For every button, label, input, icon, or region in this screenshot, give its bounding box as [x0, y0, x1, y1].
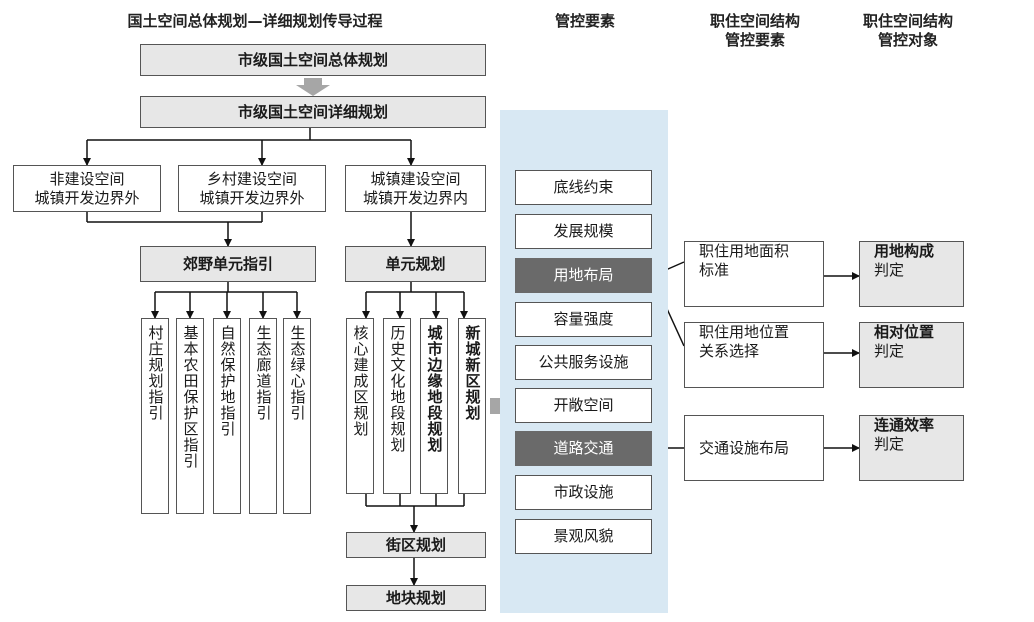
- rural-zone-box: 乡村建设空间 城镇开发边界外: [178, 165, 326, 212]
- block-plan-box: 街区规划: [346, 532, 486, 558]
- object-item-relative-position-line1: 相对位置: [874, 323, 935, 341]
- object-item-connectivity-line2: 判定: [874, 435, 905, 453]
- unit-item-core-area: 核心建成区规划: [346, 318, 374, 494]
- control-item-open-space: 开敞空间: [515, 388, 652, 423]
- object-item-land-composition-line2: 判定: [874, 261, 905, 279]
- urban-zone-line2: 城镇开发边界内: [362, 188, 468, 207]
- process-header: 国土空间总体规划—详细规划传导过程: [127, 12, 383, 30]
- control-item-landscape: 景观风貌: [515, 519, 652, 554]
- structure-item-land-area-line1: 职住用地面积: [699, 242, 790, 260]
- object-item-relative-position: 相对位置 判定: [859, 322, 964, 388]
- control-header: 管控要素: [554, 12, 615, 30]
- rural-item-green-core-label: 生态绿心指引: [288, 325, 307, 421]
- structure-header: 职住空间结构 管控要素: [690, 12, 820, 50]
- structure-item-land-position: 职住用地位置 关系选择: [684, 322, 824, 388]
- structure-header-line2: 管控要素: [724, 31, 785, 49]
- rural-zone-line2: 城镇开发边界外: [199, 188, 305, 207]
- object-header-line1: 职住空间结构: [862, 12, 953, 30]
- unit-item-historic-area: 历史文化地段规划: [383, 318, 411, 494]
- structure-item-traffic-layout-label: 交通设施布局: [699, 438, 790, 457]
- plot-plan-box: 地块规划: [346, 585, 486, 611]
- structure-item-traffic-layout: 交通设施布局: [684, 415, 824, 481]
- rural-item-nature-reserve: 自然保护地指引: [213, 318, 241, 514]
- unit-item-urban-fringe: 城市边缘地段规划: [420, 318, 448, 494]
- rural-item-eco-corridor-label: 生态廊道指引: [254, 325, 273, 421]
- control-item-road-traffic: 道路交通: [515, 431, 652, 466]
- structure-header-line1: 职住空间结构: [709, 12, 800, 30]
- object-item-connectivity-line1: 连通效率: [874, 416, 935, 434]
- rural-item-eco-corridor: 生态廊道指引: [249, 318, 277, 514]
- control-item-public-services: 公共服务设施: [515, 345, 652, 380]
- rural-unit-guide-box: 郊野单元指引: [140, 246, 316, 282]
- master-plan-box: 市级国土空间总体规划: [140, 44, 486, 76]
- detailed-plan-box: 市级国土空间详细规划: [140, 96, 486, 128]
- object-header: 职住空间结构 管控对象: [843, 12, 973, 50]
- structure-item-land-position-line2: 关系选择: [699, 342, 760, 360]
- control-item-bottom-line: 底线约束: [515, 170, 652, 205]
- object-header-line2: 管控对象: [877, 31, 938, 49]
- rural-item-village-label: 村庄规划指引: [146, 325, 165, 421]
- object-item-connectivity: 连通效率 判定: [859, 415, 964, 481]
- nonbuilt-zone-line2: 城镇开发边界外: [34, 188, 140, 207]
- rural-item-village: 村庄规划指引: [141, 318, 169, 514]
- urban-zone-box: 城镇建设空间 城镇开发边界内: [345, 165, 486, 212]
- object-item-land-composition-line1: 用地构成: [874, 242, 935, 260]
- rural-zone-line1: 乡村建设空间: [206, 169, 297, 188]
- control-item-scale: 发展规模: [515, 214, 652, 249]
- structure-item-land-area: 职住用地面积 标准: [684, 241, 824, 307]
- unit-item-new-district-label: 新城新区规划: [463, 325, 482, 421]
- unit-item-core-area-label: 核心建成区规划: [351, 325, 370, 437]
- rural-item-nature-reserve-label: 自然保护地指引: [218, 325, 237, 437]
- unit-item-urban-fringe-label: 城市边缘地段规划: [425, 325, 444, 453]
- object-item-relative-position-line2: 判定: [874, 342, 905, 360]
- nonbuilt-zone-box: 非建设空间 城镇开发边界外: [13, 165, 161, 212]
- control-item-land-layout: 用地布局: [515, 258, 652, 293]
- unit-item-new-district: 新城新区规划: [458, 318, 486, 494]
- control-item-municipal: 市政设施: [515, 475, 652, 510]
- control-item-intensity: 容量强度: [515, 302, 652, 337]
- unit-item-historic-area-label: 历史文化地段规划: [388, 325, 407, 453]
- structure-item-land-position-line1: 职住用地位置: [699, 323, 790, 341]
- rural-item-farmland: 基本农田保护区指引: [176, 318, 204, 514]
- rural-item-green-core: 生态绿心指引: [283, 318, 311, 514]
- object-item-land-composition: 用地构成 判定: [859, 241, 964, 307]
- rural-item-farmland-label: 基本农田保护区指引: [181, 325, 200, 469]
- nonbuilt-zone-line1: 非建设空间: [49, 169, 125, 188]
- urban-zone-line1: 城镇建设空间: [370, 169, 461, 188]
- structure-item-land-area-line2: 标准: [699, 261, 730, 279]
- unit-plan-box: 单元规划: [345, 246, 486, 282]
